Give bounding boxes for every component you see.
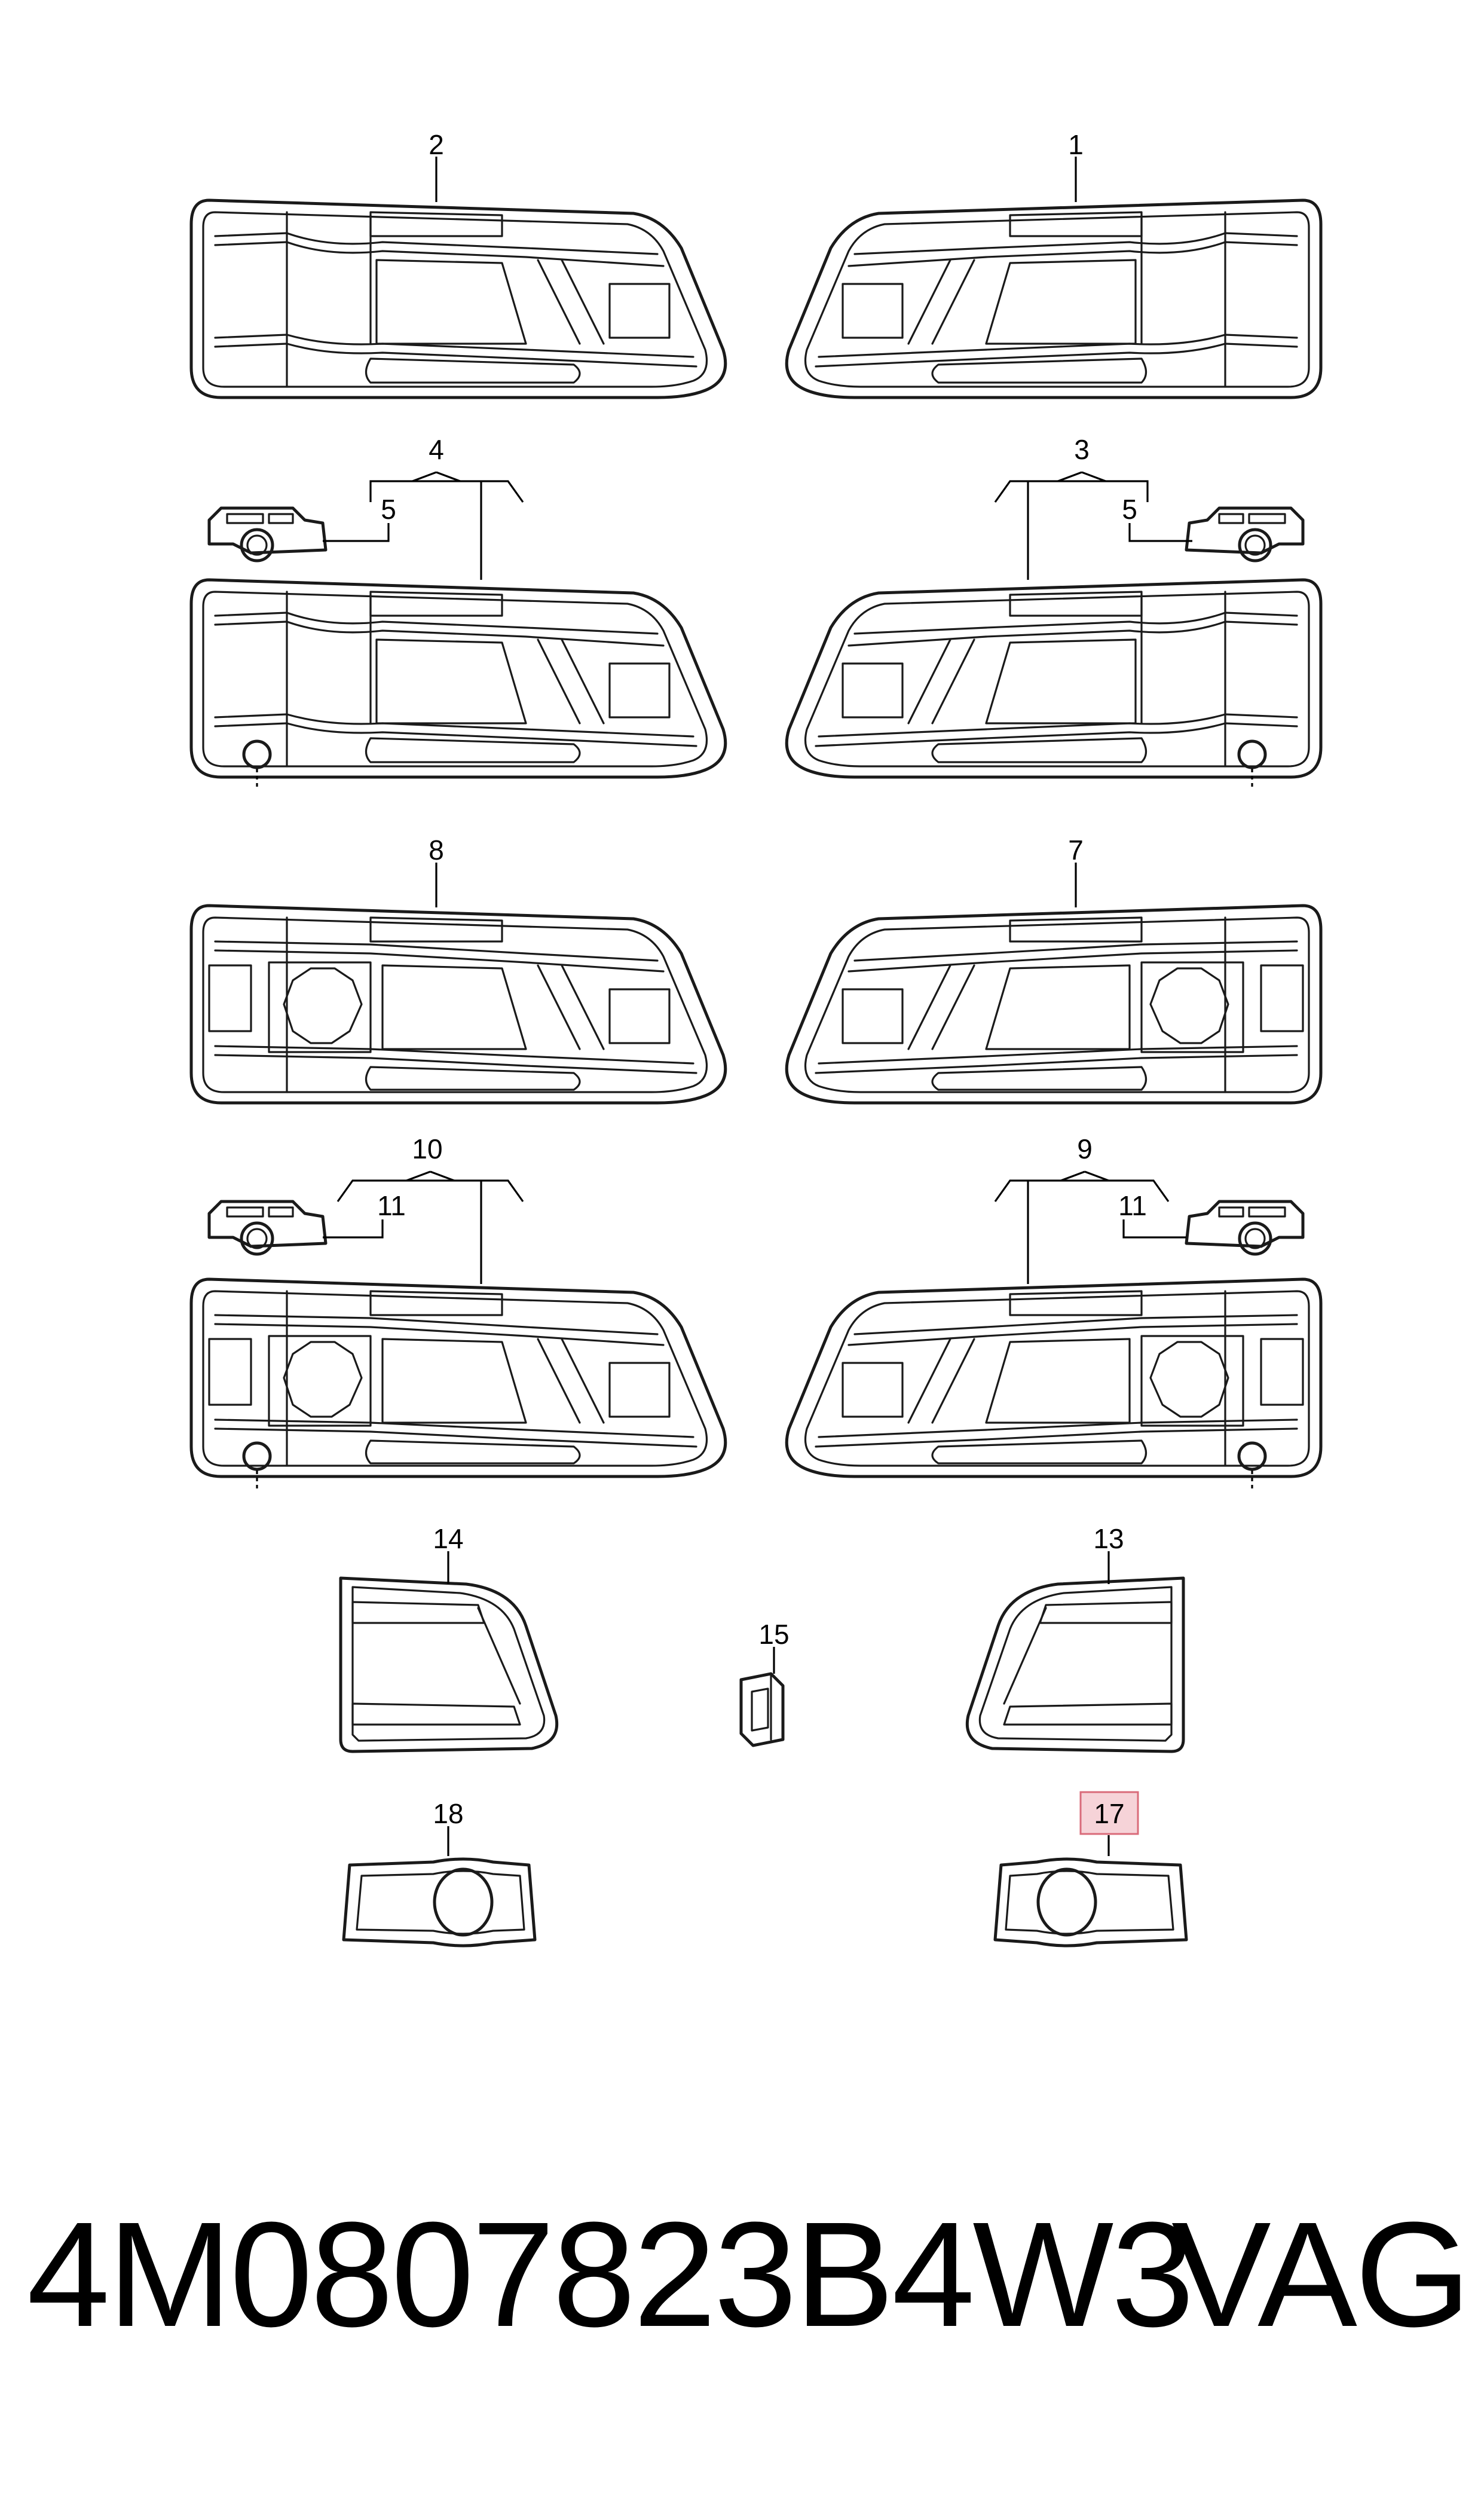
callout-18: 18 <box>433 1798 463 1829</box>
callout-labels: 2 1 4 5 3 5 8 7 10 11 9 11 14 13 15 18 1… <box>377 129 1147 1829</box>
part-1-grille-right <box>787 200 1321 398</box>
callout-8: 8 <box>429 834 444 866</box>
part-13-bracket-right <box>965 1576 1185 1753</box>
part-11-clip-left <box>209 1202 326 1254</box>
callout-17: 17 <box>1094 1798 1124 1829</box>
part-11-clip-right <box>1186 1202 1303 1254</box>
part-17-trim-right <box>993 1857 1188 1948</box>
callout-11-right: 11 <box>1118 1190 1147 1221</box>
callout-5-right: 5 <box>1122 494 1137 525</box>
part-2-grille-left <box>191 200 726 398</box>
callout-5-left: 5 <box>381 494 396 525</box>
callout-2: 2 <box>429 129 444 160</box>
callout-3: 3 <box>1074 434 1090 465</box>
callout-1: 1 <box>1068 129 1084 160</box>
part-14-bracket-left <box>339 1576 559 1753</box>
part-5-clip-right <box>1186 508 1303 561</box>
part-4-grille-left <box>191 580 726 789</box>
callout-10: 10 <box>412 1133 442 1164</box>
callout-14: 14 <box>433 1523 463 1554</box>
part-7-grille-lamp-right <box>787 906 1321 1103</box>
part-8-grille-lamp-left <box>191 906 726 1103</box>
brand-label: VAG <box>1171 2191 1471 2358</box>
part-15-clip <box>739 1672 785 1747</box>
callout-4: 4 <box>429 434 444 465</box>
part-5-clip-left <box>209 508 326 561</box>
part-3-grille-right <box>787 580 1321 789</box>
callout-17-highlight <box>1079 1791 1139 1835</box>
callout-7: 7 <box>1068 834 1084 866</box>
part-9-grille-lamp-right <box>787 1279 1321 1491</box>
leader-lines <box>323 157 1192 1856</box>
part-10-grille-lamp-left <box>191 1279 726 1491</box>
callout-9: 9 <box>1077 1133 1093 1164</box>
callout-15: 15 <box>758 1619 789 1650</box>
part-number: 4M0807823B4W3 <box>27 2191 1194 2358</box>
callout-13: 13 <box>1093 1523 1124 1554</box>
callout-11-left: 11 <box>377 1190 406 1221</box>
part-18-trim-left <box>342 1857 537 1948</box>
